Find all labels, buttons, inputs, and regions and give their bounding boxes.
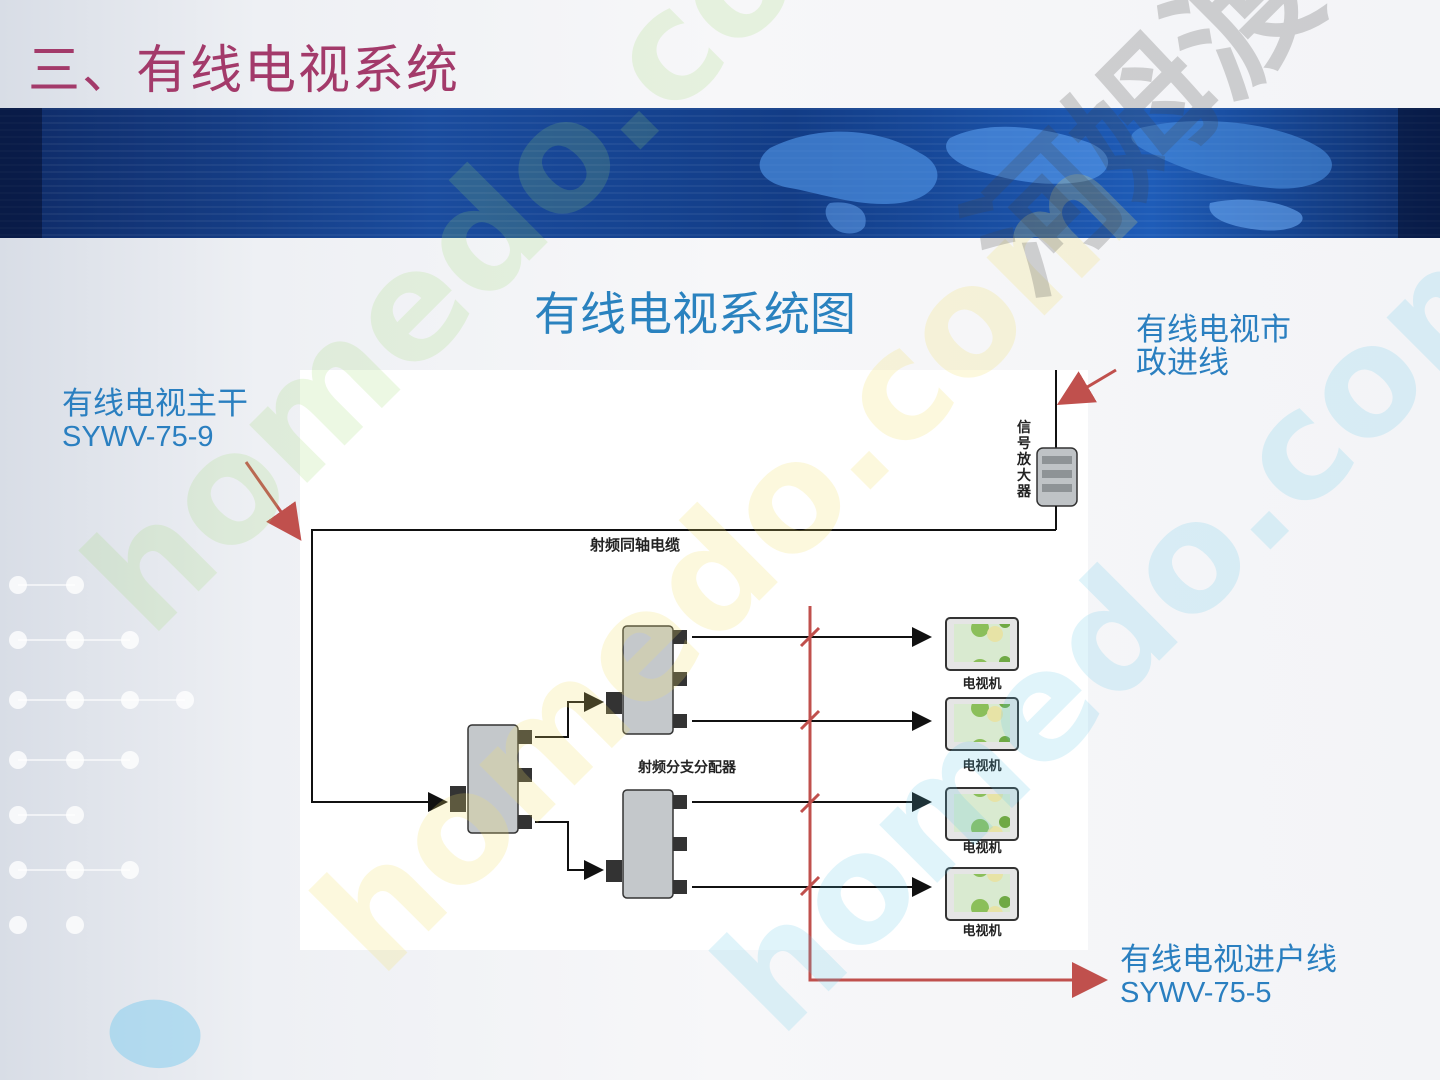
tv-icon-2 [945,697,1019,751]
main-splitter-icon [450,724,532,834]
callout-household: 有线电视进户线 SYWV-75-5 [1120,944,1337,1010]
tv-icon-3 [945,787,1019,841]
slide-title: 三、有线电视系统 [28,41,461,101]
tv-label-1: 电视机 [962,676,1001,692]
tv-icon-4 [945,867,1019,921]
callout-household-line2: SYWV-75-5 [1120,977,1272,1009]
branch-splitter-lower-icon [606,789,687,899]
cable-tv-diagram: 信号放大器 射频同轴电缆 [300,370,1088,950]
callout-municipal-line2: 政进线 [1136,345,1229,381]
callout-municipal-line1: 有线电视市 [1136,312,1291,348]
branch-line-upper [535,692,604,738]
coax-label: 射频同轴电缆 [589,536,680,554]
decorative-dots [9,576,201,1069]
amplifier-icon [1036,447,1078,507]
callout-municipal: 有线电视市 政进线 [1136,314,1291,380]
splitter-label: 射频分支分配器 [637,759,737,776]
callout-trunk: 有线电视主干 SYWV-75-9 [62,388,248,454]
header-banner [0,108,1440,238]
callout-trunk-line1: 有线电视主干 [62,386,248,422]
tv-label-3: 电视机 [962,840,1001,856]
tv-icon-1 [945,617,1019,671]
trunk-arrow [244,461,302,541]
world-map-graphic [759,120,1332,234]
tv-label-2: 电视机 [962,758,1001,774]
tv-label-4: 电视机 [962,923,1001,939]
coax-cable [311,529,1056,812]
branch-splitter-upper-icon [606,625,687,735]
callout-trunk-line2: SYWV-75-9 [62,421,214,453]
amplifier-label: 信号放大器 [1016,419,1032,500]
branch-line-lower [535,821,604,880]
callout-household-line1: 有线电视进户线 [1120,942,1337,978]
diagram-title: 有线电视系统图 [534,287,856,341]
